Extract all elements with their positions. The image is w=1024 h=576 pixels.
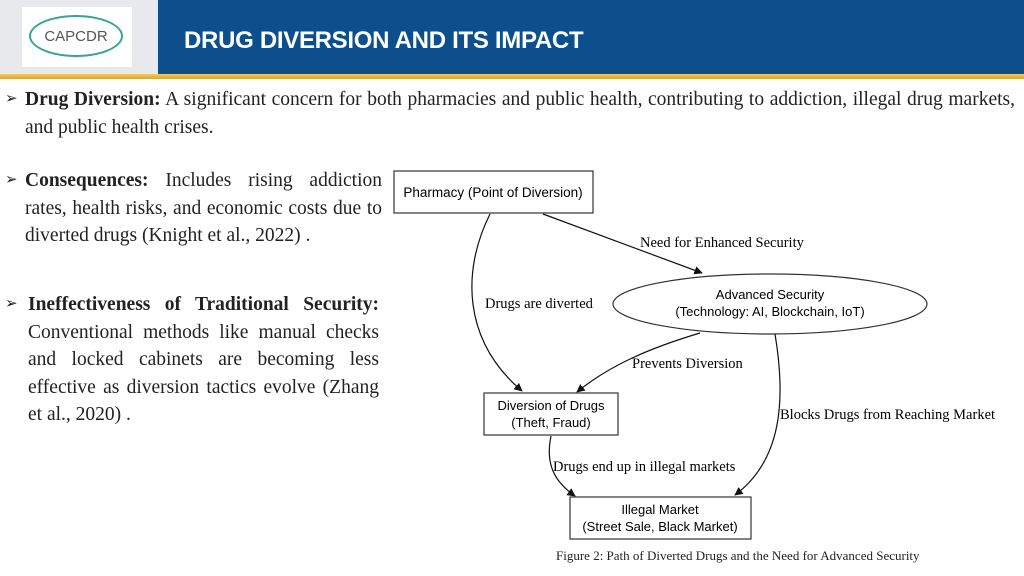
label-prevents-diversion: Prevents Diversion xyxy=(632,356,743,372)
bullet-heading: Consequences: xyxy=(25,170,149,191)
arrow-bullet-icon: ➢ xyxy=(5,170,18,188)
bullet-text: Includes rising addiction rates, health … xyxy=(25,170,382,246)
edge-blocks-market xyxy=(734,333,781,496)
bullet-heading: Ineffectiveness of Traditional Security: xyxy=(28,294,379,315)
edge-end-up-market xyxy=(548,435,576,497)
bullet-text: A significant concern for both pharmacie… xyxy=(25,89,1015,138)
title-bar: DRUG DIVERSION AND ITS IMPACT xyxy=(158,0,1024,74)
arrow-bullet-icon: ➢ xyxy=(5,294,18,312)
diversion-label-line1: Diversion of Drugs xyxy=(498,398,605,413)
logo-panel: CAPCDR xyxy=(22,7,132,67)
bullet-heading: Drug Diversion: xyxy=(25,89,161,110)
bullet-text: Conventional methods like manual checks … xyxy=(28,321,379,426)
header-divider xyxy=(0,74,1024,79)
capcdr-logo: CAPCDR xyxy=(29,15,123,57)
bullet-consequences: Consequences: Includes rising addiction … xyxy=(25,167,382,250)
diversion-label-line2: (Theft, Fraud) xyxy=(511,415,590,430)
security-label-line1: Advanced Security xyxy=(716,287,825,302)
arrow-bullet-icon: ➢ xyxy=(5,89,18,107)
illegal-market-node xyxy=(569,496,752,540)
market-label-line2: (Street Sale, Black Market) xyxy=(582,519,737,534)
advanced-security-node xyxy=(612,273,928,335)
edge-need-security xyxy=(542,213,703,275)
pharmacy-node xyxy=(393,170,594,214)
edge-drugs-diverted xyxy=(471,213,523,392)
security-label-line2: (Technology: AI, Blockchain, IoT) xyxy=(675,304,864,319)
label-blocks-market: Blocks Drugs from Reaching Market xyxy=(780,407,995,423)
market-label-line1: Illegal Market xyxy=(621,502,699,517)
label-end-up-market: Drugs end up in illegal markets xyxy=(553,459,736,475)
diversion-node xyxy=(483,392,619,436)
edge-prevents-diversion xyxy=(576,332,701,393)
bullet-drug-diversion: Drug Diversion: A significant concern fo… xyxy=(25,86,1015,141)
pharmacy-label: Pharmacy (Point of Diversion) xyxy=(403,185,582,200)
page-title: DRUG DIVERSION AND ITS IMPACT xyxy=(184,27,584,54)
figure-caption: Figure 2: Path of Diverted Drugs and the… xyxy=(556,548,920,563)
label-need-security: Need for Enhanced Security xyxy=(640,235,805,251)
label-drugs-diverted: Drugs are diverted xyxy=(485,296,594,312)
bullet-ineffectiveness: Ineffectiveness of Traditional Security:… xyxy=(28,291,379,429)
logo-area: CAPCDR xyxy=(0,0,158,74)
